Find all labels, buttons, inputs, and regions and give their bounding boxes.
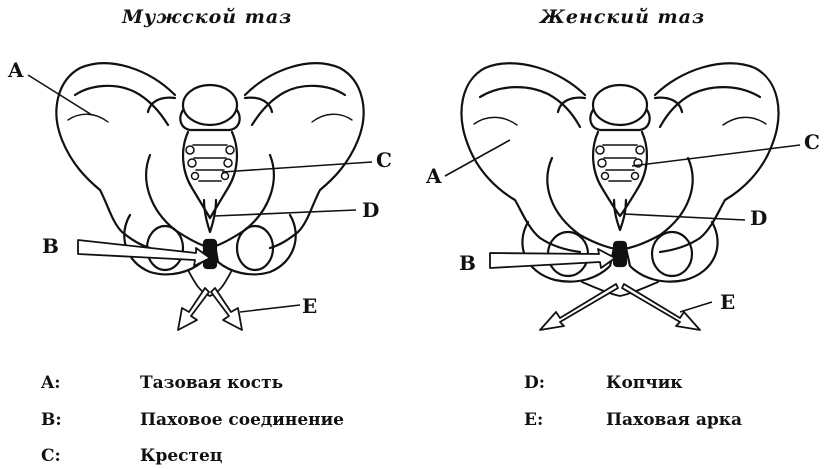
legend-key: A:: [41, 373, 60, 393]
legend-key: D:: [524, 373, 545, 393]
female-label-d: D: [750, 206, 767, 230]
male-label-a: A: [8, 58, 24, 82]
legend-text: Тазовая кость: [140, 373, 283, 393]
female-label-a: A: [426, 164, 442, 188]
legend-text: Крестец: [140, 446, 222, 466]
female-label-c: C: [804, 130, 820, 154]
male-label-e: E: [302, 294, 317, 318]
legend-text: Копчик: [606, 373, 683, 393]
legend-key: C:: [41, 446, 61, 466]
male-label-c: C: [376, 148, 392, 172]
female-label-b: B: [459, 251, 476, 275]
male-label-d: D: [362, 198, 379, 222]
legend-text: Паховая арка: [606, 410, 742, 430]
legend-text: Паховое соединение: [140, 410, 344, 430]
male-label-b: B: [42, 234, 59, 258]
legend-key: B:: [41, 410, 62, 430]
legend-key: E:: [524, 410, 543, 430]
female-label-e: E: [720, 290, 735, 314]
male-pelvis-drawing: [56, 63, 363, 296]
